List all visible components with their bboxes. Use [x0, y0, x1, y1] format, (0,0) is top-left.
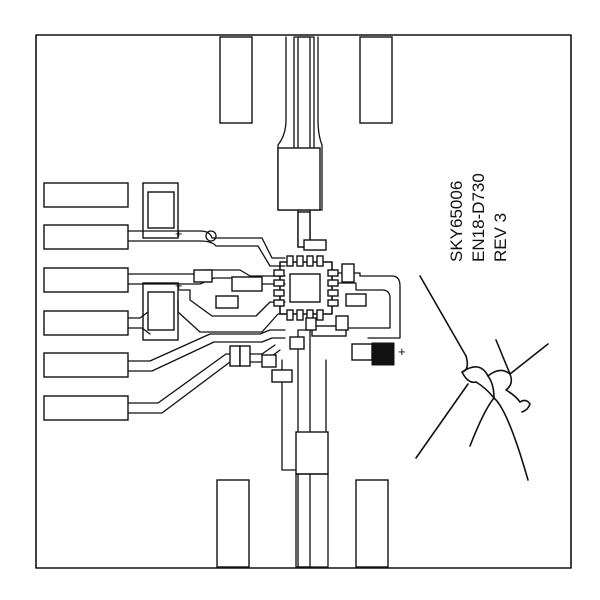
left-traces	[127, 230, 286, 414]
top-left-pad	[219, 36, 253, 124]
bottom-right-pad	[355, 479, 389, 568]
company-logo-icon	[415, 275, 549, 481]
plus-mark-upper: +	[175, 226, 183, 241]
bottom-left-pad	[216, 479, 250, 568]
right-traces	[305, 263, 401, 366]
plus-mark-right: +	[398, 344, 406, 359]
center-ic	[273, 255, 339, 321]
board-label-revision: REV 3	[491, 213, 510, 262]
plus-mark-middle: +	[175, 278, 183, 293]
board-label-part-number: SKY65006	[447, 181, 466, 262]
board-label-assembly-number: EN18-D730	[469, 173, 488, 262]
vertical-rf-line	[271, 36, 329, 568]
top-right-pad	[359, 36, 393, 124]
board-outline	[35, 34, 572, 569]
left-capacitors	[142, 182, 179, 341]
left-pad-column	[43, 182, 129, 421]
board-label: SKY65006 EN18-D730 REV 3	[447, 173, 510, 262]
